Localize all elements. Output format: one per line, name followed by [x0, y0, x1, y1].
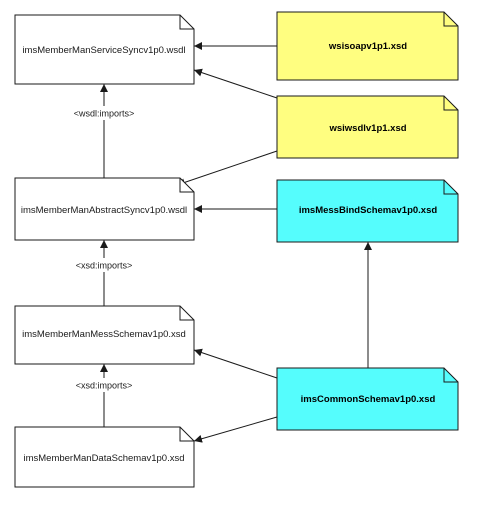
svg-text:<wsdl:imports>: <wsdl:imports> — [74, 109, 135, 119]
doc-abstract-wsdl[interactable]: imsMemberManAbstractSyncv1p0.wsdl — [14, 177, 195, 241]
edge-wsiwsdl-to-service — [193, 68, 278, 99]
svg-text:imsCommonSchemav1p0.xsd: imsCommonSchemav1p0.xsd — [301, 394, 436, 405]
doc-common-schema[interactable]: imsCommonSchemav1p0.xsd — [276, 367, 459, 431]
doc-service-wsdl[interactable]: imsMemberManServiceSyncv1p0.wsdl — [14, 14, 195, 85]
svg-text:imsMemberManAbstractSyncv1p0.w: imsMemberManAbstractSyncv1p0.wsdl — [21, 205, 187, 216]
svg-text:<xsd:imports>: <xsd:imports> — [76, 261, 133, 271]
edge-common-to-mess — [193, 348, 278, 379]
edge-label-wsdl-imports: <wsdl:imports> — [68, 106, 140, 120]
edge-label-xsd-imports-lower: <xsd:imports> — [72, 378, 136, 392]
svg-text:wsisoapv1p1.xsd: wsisoapv1p1.xsd — [328, 41, 407, 52]
doc-mess-bind-schema[interactable]: imsMessBindSchemav1p0.xsd — [276, 179, 459, 243]
edge-label-xsd-imports-upper: <xsd:imports> — [72, 258, 136, 272]
svg-text:<xsd:imports>: <xsd:imports> — [76, 381, 133, 391]
doc-wsiwsdl[interactable]: wsiwsdlv1p1.xsd — [276, 95, 459, 159]
edge-wsiwsdl-to-abstract — [176, 150, 278, 187]
svg-text:imsMessBindSchemav1p0.xsd: imsMessBindSchemav1p0.xsd — [299, 205, 438, 216]
svg-text:wsiwsdlv1p1.xsd: wsiwsdlv1p1.xsd — [328, 123, 406, 134]
edge-common-to-data — [193, 416, 278, 443]
svg-text:imsMemberManServiceSyncv1p0.ws: imsMemberManServiceSyncv1p0.wsdl — [22, 45, 185, 56]
doc-data-schema[interactable]: imsMemberManDataSchemav1p0.xsd — [14, 426, 195, 488]
svg-text:imsMemberManDataSchemav1p0.xsd: imsMemberManDataSchemav1p0.xsd — [23, 453, 184, 464]
svg-text:imsMemberManMessSchemav1p0.xsd: imsMemberManMessSchemav1p0.xsd — [22, 329, 186, 340]
doc-mess-schema[interactable]: imsMemberManMessSchemav1p0.xsd — [14, 305, 195, 365]
doc-wsisoap[interactable]: wsisoapv1p1.xsd — [276, 11, 459, 81]
